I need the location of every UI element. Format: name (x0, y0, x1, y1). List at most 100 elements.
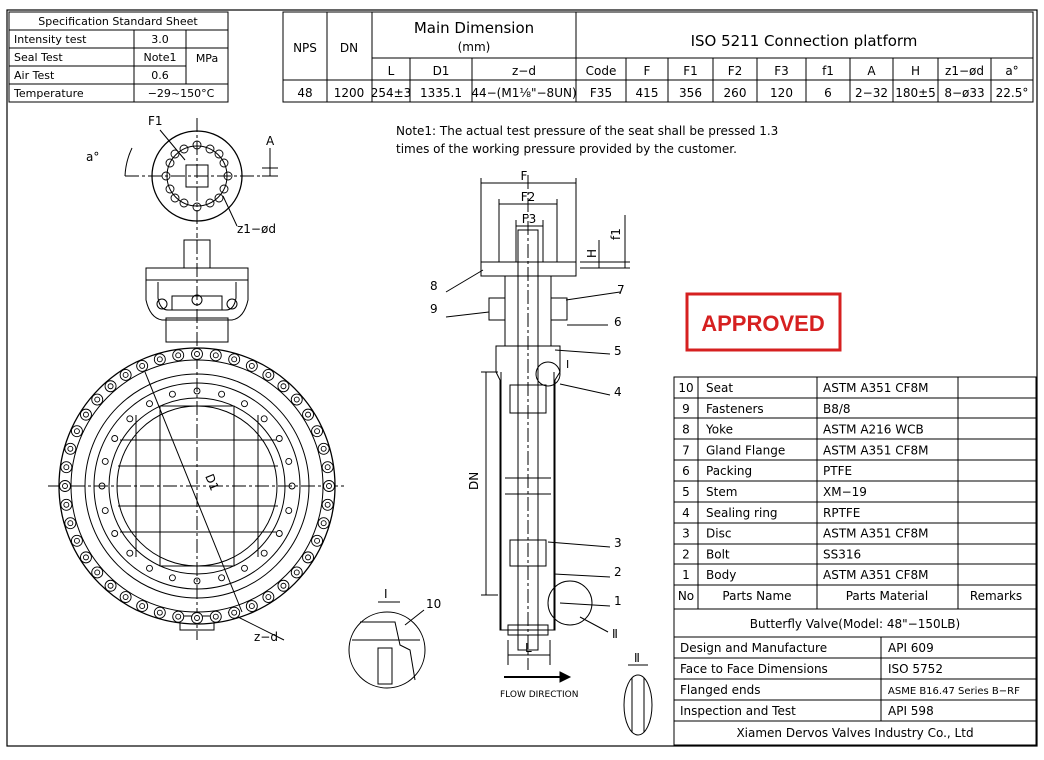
iso-val-0: F35 (590, 86, 612, 100)
front-view (48, 118, 346, 641)
parts-header-remarks: Remarks (970, 589, 1022, 603)
bolt-hole (60, 498, 73, 511)
part-material: ASTM A351 CF8M (823, 381, 929, 395)
part-no: 1 (682, 568, 690, 582)
note-line-2: times of the working pressure provided b… (396, 142, 737, 156)
label-1: 1 (614, 594, 622, 608)
bolt-hole (311, 425, 324, 438)
label-H: H (585, 249, 599, 258)
label-3: 3 (614, 536, 622, 550)
part-material: B8/8 (823, 402, 851, 416)
bolt-hole-inner (175, 613, 182, 620)
part-no: 5 (682, 485, 690, 499)
bolt-hole (80, 551, 92, 564)
bolt-hole (245, 359, 258, 372)
bolt-hole-inner (194, 351, 200, 357)
part-no: 3 (682, 527, 690, 541)
part-name: Stem (706, 485, 737, 499)
label-a: a° (86, 150, 99, 164)
dn-header: DN (340, 41, 358, 55)
main-dimension-unit: (mm) (458, 40, 491, 54)
label-A: A (266, 134, 275, 148)
iso-val-3: 260 (724, 86, 747, 100)
detail-II (623, 664, 653, 736)
parts-table (673, 376, 1037, 610)
bolt-hole (321, 498, 334, 511)
label-2: 2 (614, 565, 622, 579)
bolt-hole-inner (265, 372, 272, 378)
val-L: 254±3 (371, 86, 412, 100)
bolt-hole-inner (94, 396, 101, 403)
bolt-hole (262, 369, 275, 381)
part-name: Yoke (705, 423, 733, 437)
part-no: 8 (682, 423, 690, 437)
tb-value-flanged: ASME B16.47 Series B−RF (888, 686, 1020, 697)
part-material: ASTM A351 CF8M (823, 527, 929, 541)
bolt-hole-inner (94, 569, 101, 576)
val-nps: 48 (297, 86, 312, 100)
label-f1: f1 (609, 228, 623, 240)
company-name: Xiamen Dervos Valves Industry Co., Ltd (736, 726, 973, 740)
bolt-hole-inner (83, 411, 89, 418)
part-no: 7 (682, 443, 690, 457)
part-no: 6 (682, 464, 690, 478)
inner-hole (111, 530, 119, 537)
spec-value-seal: Note1 (143, 51, 176, 64)
iso-val-5: 6 (824, 86, 832, 100)
tb-value-design: API 609 (888, 641, 934, 655)
iso-val-9: 22.5° (996, 86, 1029, 100)
iso-val-4: 120 (770, 86, 793, 100)
inner-hole (146, 400, 153, 408)
label-L: L (525, 641, 532, 655)
bolt-hole-inner (139, 362, 146, 369)
inner-hole (218, 574, 226, 582)
parts-header-material: Parts Material (846, 589, 929, 603)
dimension-table (282, 11, 1034, 103)
tb-label-inspection: Inspection and Test (680, 704, 796, 718)
bolt-hole (80, 408, 92, 421)
bolt-hole-inner (122, 594, 129, 600)
iso-val-1: 415 (636, 86, 659, 100)
label-F2: F2 (521, 190, 536, 204)
section-view (445, 175, 630, 683)
bolt-hole (172, 349, 185, 362)
bolt-hole (228, 606, 241, 619)
bolt-hole-inner (324, 501, 331, 508)
bolt-hole-inner (63, 501, 70, 508)
part-material: ASTM A351 CF8M (823, 568, 929, 582)
bolt-hole-inner (156, 356, 163, 363)
bolt-hole (70, 425, 83, 438)
bolt-hole-inner (265, 594, 272, 600)
part-material: SS316 (823, 547, 861, 561)
bolt-hole (70, 534, 83, 547)
flange-bolt-ring (59, 348, 335, 624)
bolt-hole (277, 380, 290, 393)
iso-col-8: z1−ød (945, 64, 984, 78)
bolt-hole-inner (320, 520, 327, 527)
bolt-hole (60, 461, 73, 474)
bolt-hole-inner (62, 483, 68, 489)
spec-value-temperature: −29~150°C (148, 87, 215, 100)
approved-stamp: APPROVED (685, 292, 842, 352)
part-material: PTFE (823, 464, 852, 478)
label-detail-I: I (384, 587, 388, 601)
bolt-hole (302, 408, 314, 421)
inner-hole (275, 435, 283, 442)
iso-col-9: a° (1005, 64, 1018, 78)
bolt-hole-inner (305, 411, 311, 418)
bolt-hole-inner (231, 356, 238, 363)
spec-table (8, 11, 229, 103)
part-no: 2 (682, 547, 690, 561)
inner-hole (260, 415, 268, 423)
inner-hole (98, 482, 106, 490)
part-name: Sealing ring (706, 506, 778, 520)
spec-label-air: Air Test (14, 69, 55, 82)
bolt-hole (317, 442, 330, 455)
part-no: 10 (678, 381, 693, 395)
bolt-hole-inner (122, 372, 129, 378)
part-material: RPTFE (823, 506, 860, 520)
label-F1: F1 (148, 114, 163, 128)
bolt-hole-inner (314, 428, 321, 435)
spec-title: Specification Standard Sheet (38, 15, 198, 28)
part-name: Packing (706, 464, 752, 478)
